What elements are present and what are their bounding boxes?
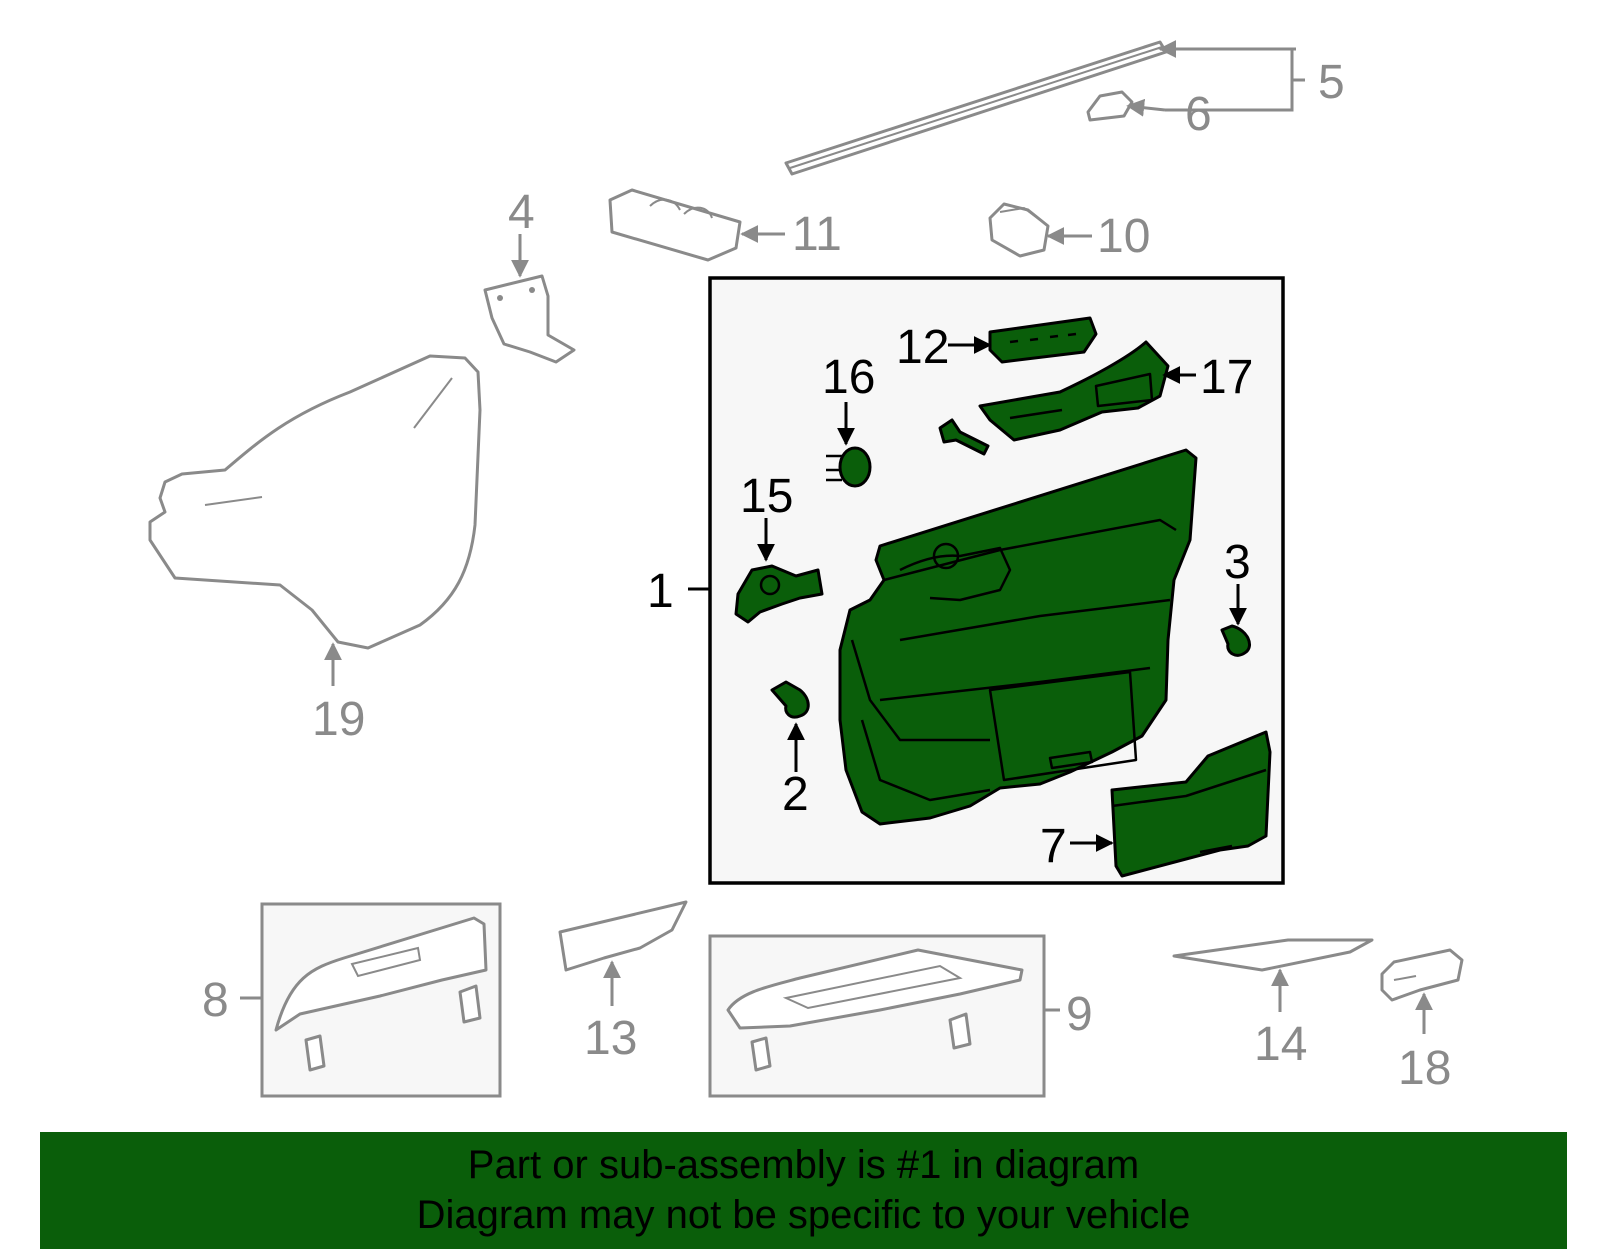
- callout-9: 9: [1066, 988, 1093, 1041]
- screw: [938, 418, 990, 456]
- part-1-door-trim-panel: [838, 448, 1198, 826]
- callout-7: 7: [1040, 820, 1067, 873]
- banner-line-2: Diagram may not be specific to your vehi…: [416, 1193, 1191, 1237]
- callout-4: 4: [508, 186, 535, 239]
- callout-11: 11: [792, 208, 842, 261]
- callout-8: 8: [202, 974, 229, 1027]
- callout-3: 3: [1224, 536, 1251, 589]
- callout-15: 15: [740, 470, 793, 523]
- callout-12: 12: [896, 321, 949, 374]
- part-9-trim: [726, 948, 1024, 1072]
- part-11-window-switch: [608, 188, 742, 262]
- callout-5: 5: [1318, 56, 1345, 109]
- part-10-switch: [988, 202, 1050, 258]
- callout-10: 10: [1097, 210, 1150, 263]
- callout-19: 19: [312, 693, 365, 746]
- part-2-clip: [770, 680, 810, 719]
- part-8-trim: [274, 916, 488, 1072]
- part-16-grommet: [826, 446, 872, 488]
- callout-18: 18: [1398, 1042, 1451, 1095]
- part-3-clip: [1220, 624, 1251, 657]
- part-6-clip: [1086, 90, 1134, 122]
- part-17-armrest-base: [978, 340, 1170, 442]
- part-18-clip: [1380, 948, 1464, 1002]
- part-13-trim-strip: [558, 900, 688, 972]
- banner-line-1: Part or sub-assembly is #1 in diagram: [467, 1143, 1140, 1187]
- part-4-bracket: [483, 274, 576, 364]
- callout-1: 1: [647, 565, 674, 618]
- callout-13: 13: [584, 1012, 637, 1065]
- callout-14: 14: [1254, 1018, 1307, 1071]
- callout-2: 2: [782, 768, 809, 821]
- part-14-trim-strip: [1172, 938, 1374, 972]
- disclaimer-banner: Part or sub-assembly is #1 in diagram Di…: [40, 1132, 1567, 1249]
- callout-17: 17: [1200, 351, 1253, 404]
- callout-16: 16: [822, 351, 875, 404]
- part-19-hole-cover: [148, 354, 482, 650]
- part-7-lower-pocket: [1110, 730, 1272, 878]
- callout-6: 6: [1185, 88, 1212, 141]
- part-15-bracket: [734, 564, 824, 624]
